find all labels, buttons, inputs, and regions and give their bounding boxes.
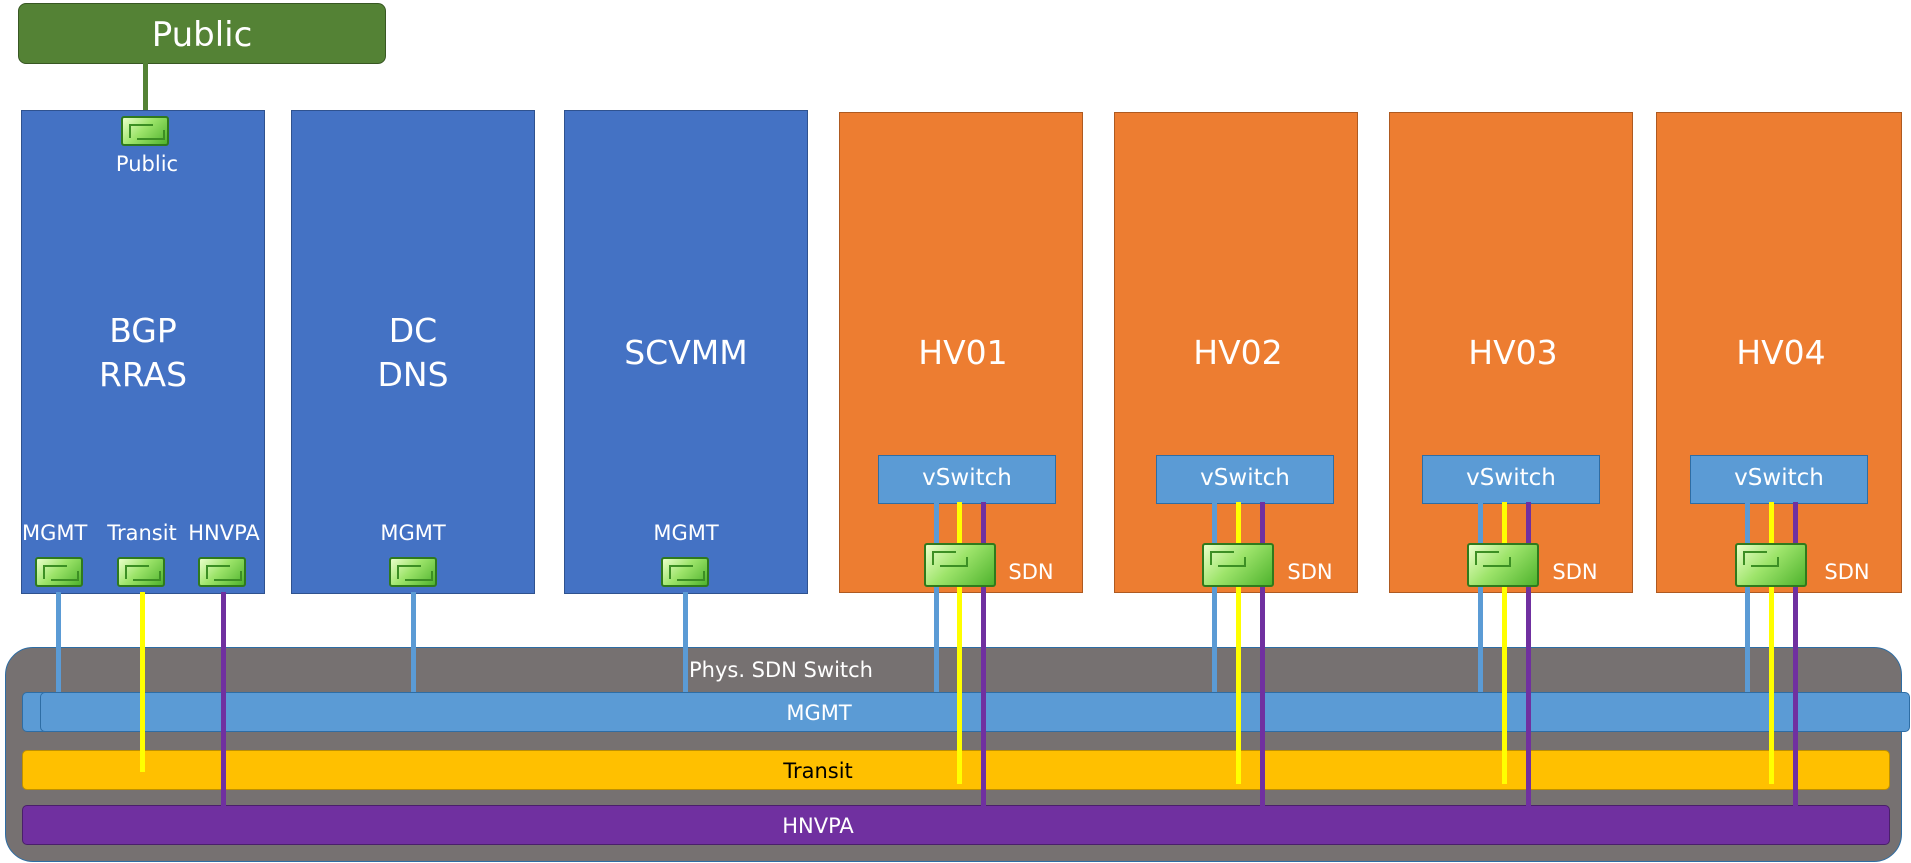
link-line-hnvpa xyxy=(1793,502,1798,842)
link-line-mgmt xyxy=(934,502,939,692)
nic-card-icon xyxy=(924,543,996,587)
nic-label-mgmt: MGMT xyxy=(380,521,446,545)
nic-label-hnvpa: HNVPA xyxy=(188,521,260,545)
link-line-transit xyxy=(140,592,145,772)
link-line-hnvpa xyxy=(221,592,226,807)
physical-switch-label: Phys. SDN Switch xyxy=(688,658,873,682)
public-network-box: Public xyxy=(18,3,386,64)
link-line-transit xyxy=(1502,502,1507,784)
host-hv04: HV04 vSwitch SDN xyxy=(1656,112,1902,593)
nic-label-public: Public xyxy=(115,152,179,176)
host-title: HV04 xyxy=(1736,333,1826,372)
server-title-line-2: RRAS xyxy=(98,355,188,394)
nic-label-sdn: SDN xyxy=(1008,560,1054,584)
nic-label-mgmt: MGMT xyxy=(653,521,719,545)
server-dc-dns: DC DNS MGMT xyxy=(291,110,535,594)
link-line-mgmt xyxy=(1478,502,1483,692)
link-line-mgmt xyxy=(56,592,61,692)
nic-card-icon xyxy=(121,116,169,146)
link-line-transit xyxy=(1769,502,1774,784)
link-line-transit xyxy=(957,502,962,784)
nic-card-icon xyxy=(1467,543,1539,587)
link-line-mgmt xyxy=(1745,502,1750,692)
host-title: HV03 xyxy=(1468,333,1558,372)
link-line-hnvpa xyxy=(1526,502,1531,842)
nic-card-icon xyxy=(661,557,709,587)
nic-label-sdn: SDN xyxy=(1287,560,1333,584)
network-bar-mgmt: MGMT xyxy=(40,692,1910,732)
nic-card-icon xyxy=(389,557,437,587)
server-title-line-1: DC xyxy=(388,311,438,350)
nic-label-transit: Transit xyxy=(107,521,177,545)
server-title-line-2: DNS xyxy=(377,355,449,394)
vswitch: vSwitch xyxy=(1156,455,1334,504)
network-bar-transit-label: Transit xyxy=(783,759,853,783)
nic-card-icon xyxy=(1202,543,1274,587)
network-bar-hnvpa: HNVPA xyxy=(22,805,1890,845)
host-title: HV01 xyxy=(918,333,1008,372)
host-title: HV02 xyxy=(1193,333,1283,372)
nic-card-icon xyxy=(35,557,83,587)
nic-label-sdn: SDN xyxy=(1824,560,1870,584)
nic-card-icon xyxy=(198,557,246,587)
nic-card-icon xyxy=(117,557,165,587)
nic-label-mgmt: MGMT xyxy=(22,521,88,545)
link-line-hnvpa xyxy=(981,502,986,842)
link-line-mgmt xyxy=(1212,502,1217,692)
network-bar-transit: Transit xyxy=(22,750,1890,790)
nic-card-icon xyxy=(1735,543,1807,587)
server-scvmm: SCVMM MGMT xyxy=(564,110,808,594)
vswitch: vSwitch xyxy=(1422,455,1600,504)
host-hv03: HV03 vSwitch SDN xyxy=(1389,112,1633,593)
server-title-line-1: BGP xyxy=(109,311,177,350)
link-line-mgmt xyxy=(683,592,688,692)
vswitch: vSwitch xyxy=(1690,455,1868,504)
vswitch: vSwitch xyxy=(878,455,1056,504)
network-bar-hnvpa-label: HNVPA xyxy=(782,814,854,838)
network-bar-mgmt-label: MGMT xyxy=(786,701,852,725)
public-link-line xyxy=(143,63,148,113)
server-bgp-rras: BGP RRAS Public MGMT Transit HNVPA xyxy=(21,110,265,594)
server-title: SCVMM xyxy=(624,333,748,372)
nic-label-sdn: SDN xyxy=(1552,560,1598,584)
public-network-label: Public xyxy=(151,15,253,55)
link-line-transit xyxy=(1236,502,1241,784)
link-line-hnvpa xyxy=(1260,502,1265,842)
link-line-mgmt xyxy=(411,592,416,692)
